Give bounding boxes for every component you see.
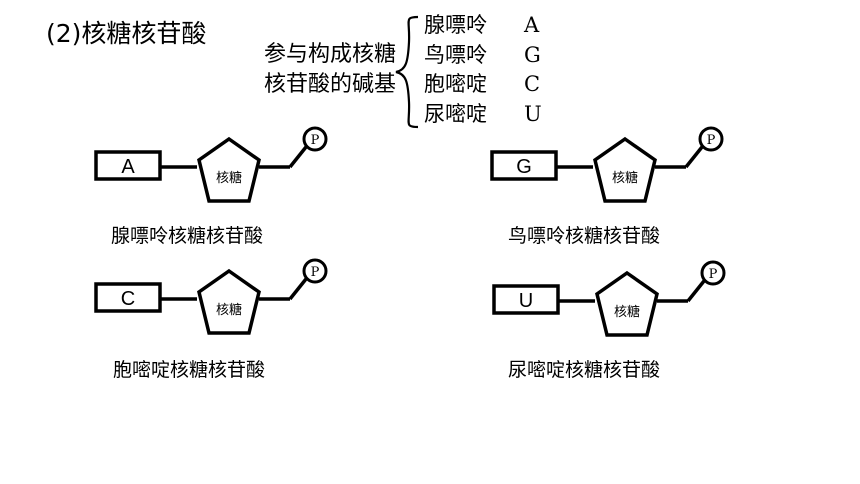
phosphate-link	[288, 277, 308, 301]
base-letter-adenine: A	[524, 13, 540, 37]
ribose-pentagon	[593, 136, 657, 203]
phosphate-label: P	[311, 265, 320, 280]
caption-uracil-nucleotide: 尿嘧啶核糖核苷酸	[508, 359, 661, 381]
base-letter: C	[121, 288, 135, 310]
ribose-label: 核糖	[612, 170, 638, 186]
base-letter-list: A G C U	[524, 11, 542, 129]
bases-intro-line-1: 参与构成核糖	[263, 42, 396, 67]
base-box	[94, 150, 162, 181]
bases-intro-line-2: 核苷酸的碱基	[263, 72, 396, 97]
base-letter: A	[121, 156, 135, 178]
base-name-uracil: 尿嘧啶	[424, 101, 487, 126]
phosphate-link	[684, 145, 704, 169]
phosphate-label: P	[311, 133, 320, 148]
phosphate-circle	[302, 126, 328, 152]
phosphate-label: P	[709, 267, 718, 282]
ribose-pentagon	[197, 268, 261, 335]
ribose-label: 核糖	[614, 304, 640, 320]
ribose-pentagon	[197, 136, 261, 203]
base-name-cytosine: 胞嘧啶	[424, 72, 487, 96]
base-list: 腺嘌呤 鸟嘌呤 胞嘧啶 尿嘧啶	[424, 11, 487, 129]
base-letter: G	[516, 156, 532, 178]
base-box	[94, 282, 162, 313]
base-letter-guanine: G	[524, 42, 541, 67]
phosphate-circle	[302, 258, 328, 284]
caption-adenine-nucleotide: 腺嘌呤核糖核苷酸	[111, 225, 264, 247]
ribose-label: 核糖	[216, 302, 242, 318]
bases-intro: 参与构成核糖 核苷酸的碱基	[240, 40, 396, 100]
base-letter-uracil: U	[524, 101, 542, 126]
base-name-adenine: 腺嘌呤	[424, 13, 487, 37]
nucleotide-adenine: A 核糖 P	[94, 126, 328, 203]
ribose-pentagon	[595, 270, 659, 337]
base-letter-cytosine: C	[524, 72, 541, 96]
phosphate-circle	[700, 260, 726, 286]
phosphate-link	[288, 145, 308, 169]
caption-cytosine-nucleotide: 胞嘧啶核糖核苷酸	[113, 359, 266, 381]
phosphate-circle	[698, 126, 724, 152]
base-letter: U	[519, 290, 533, 312]
base-name-guanine: 鸟嘌呤	[424, 42, 487, 67]
caption-guanine-nucleotide: 鸟嘌呤核糖核苷酸	[508, 225, 661, 247]
nucleotide-cytosine: C 核糖 P	[94, 258, 328, 335]
phosphate-label: P	[707, 133, 716, 148]
nucleotide-guanine: G 核糖 P	[490, 126, 724, 203]
nucleotide-uracil: U 核糖 P	[492, 260, 726, 337]
ribose-label: 核糖	[216, 170, 242, 186]
phosphate-link	[686, 279, 706, 303]
section-heading: (2)核糖核苷酸	[46, 19, 207, 48]
